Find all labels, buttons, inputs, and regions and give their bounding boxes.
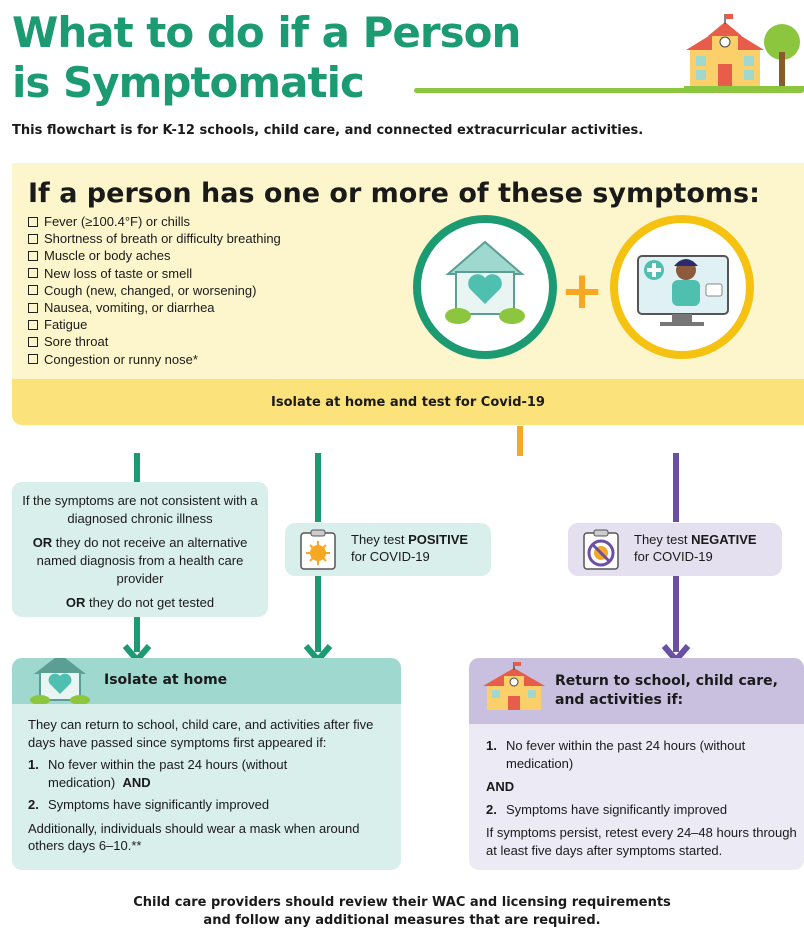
checkbox-icon [28, 354, 38, 365]
checkbox-icon [28, 268, 38, 279]
school-building-icon [684, 14, 804, 90]
footer-note: Child care providers should review their… [0, 894, 804, 929]
checkbox-icon [28, 302, 38, 313]
symptom-item: Shortness of breath or difficulty breath… [28, 230, 281, 247]
symptom-item: Muscle or body aches [28, 247, 281, 264]
isolate-at-home-card: Isolate at home They can return to schoo… [12, 658, 401, 870]
negative-test-box: They test NEGATIVE for COVID-19 [568, 523, 782, 576]
symptom-item: Fatigue [28, 316, 281, 333]
school-building-icon [483, 662, 545, 710]
isolate-card-title: Isolate at home [104, 672, 228, 688]
symptom-item: Nausea, vomiting, or diarrhea [28, 299, 281, 316]
return-criterion-1: 1. No fever within the past 24 hours (wi… [486, 738, 746, 771]
symptom-item: Sore throat [28, 333, 281, 350]
condition-1: If the symptoms are not consistent with … [22, 493, 258, 526]
title-line-2: is Symptomatic [12, 58, 365, 107]
symptom-item: Fever (≥100.4°F) or chills [28, 213, 281, 230]
title-line-1: What to do if a Person [12, 8, 521, 57]
return-card-title: Return to school, child care, and activi… [555, 673, 778, 708]
isolate-card-body: They can return to school, child care, a… [28, 716, 393, 855]
page-title: What to do if a Person is Symptomatic [12, 8, 521, 108]
positive-virus-icon [300, 529, 336, 570]
positive-test-box: They test POSITIVE for COVID-19 [285, 523, 491, 576]
checkbox-icon [28, 233, 38, 244]
subtitle: This flowchart is for K-12 schools, chil… [12, 123, 644, 138]
plus-sign: + [560, 261, 604, 321]
negative-test-text: They test NEGATIVE for COVID-19 [634, 532, 757, 564]
symptoms-heading: If a person has one or more of these sym… [28, 178, 760, 209]
symptom-illustration: + [413, 215, 754, 359]
return-to-school-card: Return to school, child care, and activi… [469, 658, 804, 870]
isolate-mask-note: Additionally, individuals should wear a … [28, 820, 360, 854]
symptom-item: New loss of taste or smell [28, 265, 281, 282]
title-underline [414, 88, 804, 93]
checkbox-icon [28, 337, 38, 348]
isolate-criterion-1: 1. No fever within the past 24 hours (wi… [28, 757, 288, 790]
isolate-criterion-2: 2. Symptoms have significantly improved [28, 797, 270, 812]
return-retest-note: If symptoms persist, retest every 24–48 … [486, 825, 797, 858]
footer-line-1: Child care providers should review their… [133, 895, 671, 910]
home-heart-icon [30, 658, 90, 704]
isolate-and-test-banner: Isolate at home and test for Covid-19 [12, 379, 804, 425]
symptom-item: Congestion or runny nose* [28, 351, 281, 368]
footer-line-2: and follow any additional measures that … [203, 913, 601, 928]
checkbox-icon [28, 216, 38, 227]
checkbox-icon [28, 251, 38, 261]
telehealth-doctor-icon [610, 215, 754, 359]
symptom-list: Fever (≥100.4°F) or chills Shortness of … [28, 213, 281, 368]
condition-3: OR they do not get tested [65, 595, 215, 610]
checkbox-icon [28, 319, 38, 330]
symptom-item: Cough (new, changed, or worsening) [28, 282, 281, 299]
conditions-box: If the symptoms are not consistent with … [12, 482, 268, 617]
home-heart-icon [413, 215, 557, 359]
isolate-intro: They can return to school, child care, a… [28, 717, 374, 750]
return-criterion-2: 2. Symptoms have significantly improved [486, 801, 728, 817]
negative-virus-icon [583, 529, 619, 570]
return-card-body: 1. No fever within the past 24 hours (wi… [486, 737, 798, 859]
return-and: AND [486, 779, 515, 794]
condition-2: OR they do not receive an alternative na… [32, 535, 248, 586]
positive-test-text: They test POSITIVE for COVID-19 [351, 532, 469, 564]
checkbox-icon [28, 285, 38, 296]
